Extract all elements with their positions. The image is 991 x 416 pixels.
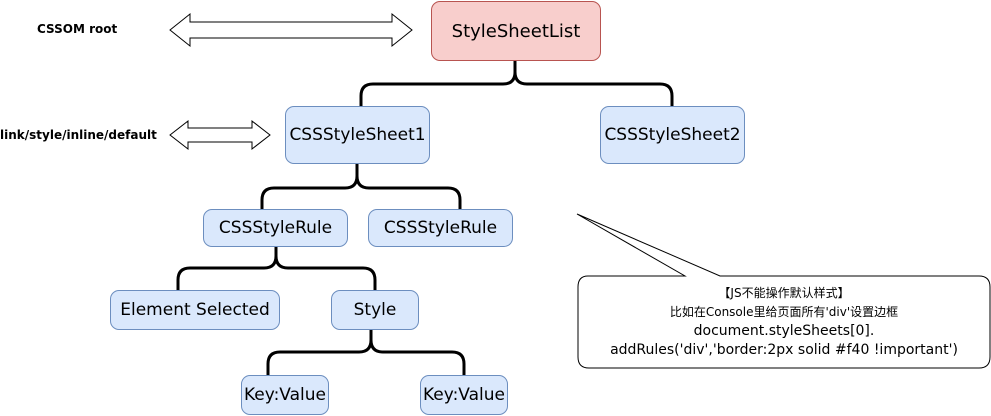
- cssstylerule-node-2: CSSStyleRule: [368, 209, 513, 247]
- element-selected-node: Element Selected: [110, 290, 280, 330]
- double-arrow-sheet-sources: [169, 119, 271, 151]
- cssom-root-label: CSSOM root: [37, 22, 118, 36]
- callout-text: 【JS不能操作默认样式】 比如在Console里给页面所有'div'设置边框 d…: [578, 276, 990, 368]
- callout-line-4: addRules('div','border:2px solid #f40 !i…: [610, 342, 958, 358]
- connector-rule-to-children: [176, 244, 377, 292]
- stylesheetlist-node: StyleSheetList: [431, 1, 601, 61]
- callout-line-1: 【JS不能操作默认样式】: [718, 286, 850, 300]
- connector-style-to-keyvalues: [266, 327, 466, 377]
- double-arrow-cssom-root: [169, 12, 413, 48]
- keyvalue-node-2: Key:Value: [420, 375, 508, 415]
- cssstylerule-node-1: CSSStyleRule: [203, 209, 348, 247]
- cssstylesheet2-node: CSSStyleSheet2: [600, 106, 745, 164]
- callout-bubble: [576, 213, 991, 369]
- callout-line-3: document.styleSheets[0].: [693, 323, 875, 339]
- connector-list-to-sheets: [359, 59, 674, 108]
- callout-line-2: 比如在Console里给页面所有'div'设置边框: [669, 305, 899, 319]
- connector-sheet1-to-rules: [260, 162, 462, 211]
- sheet-sources-label: link/style/inline/default: [0, 128, 157, 142]
- keyvalue-node-1: Key:Value: [241, 375, 329, 415]
- style-node: Style: [331, 290, 419, 330]
- cssstylesheet1-node: CSSStyleSheet1: [285, 106, 430, 164]
